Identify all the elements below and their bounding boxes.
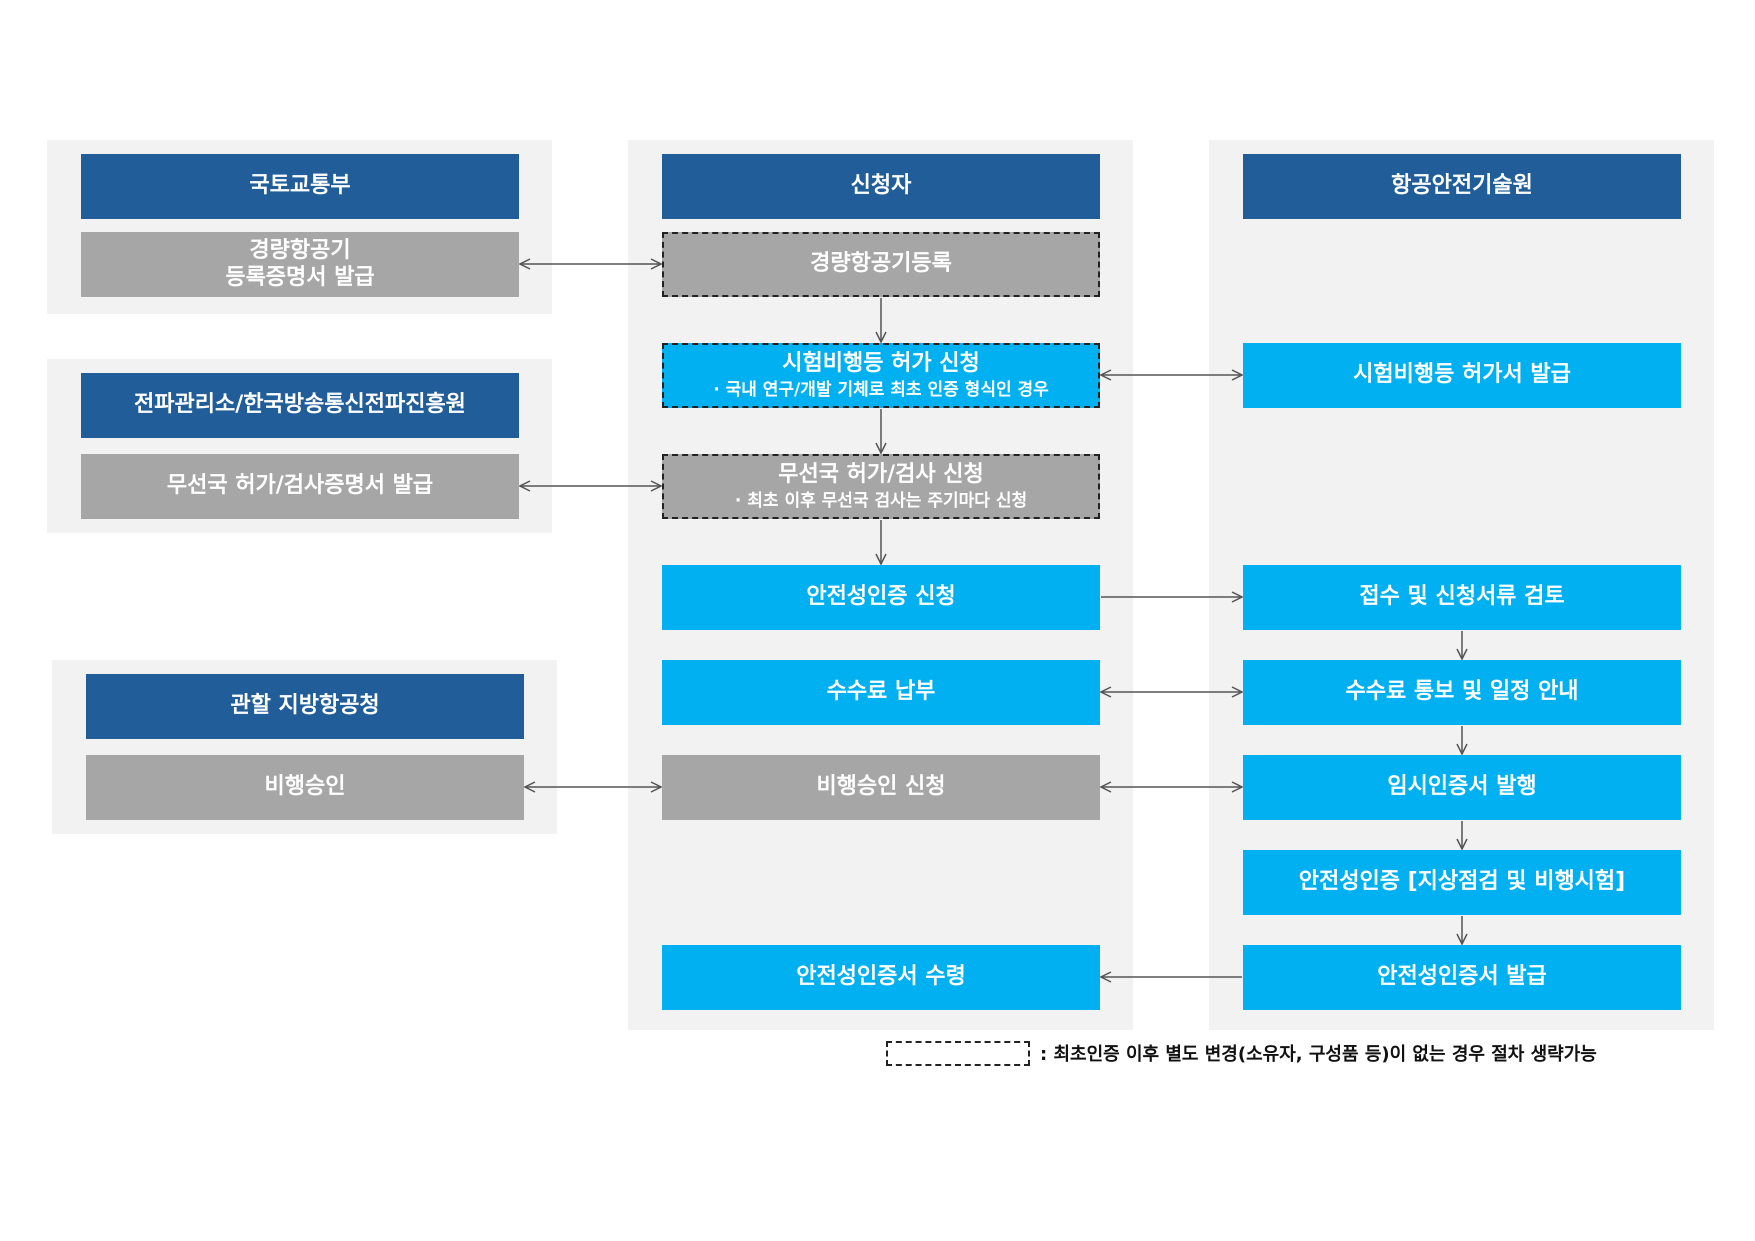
radio-permit-apply-note: · 최초 이후 무선국 검사는 주기마다 신청 (734, 490, 1028, 511)
test-flight-permit-apply-label: 시험비행등 허가 신청 (782, 351, 980, 377)
radio-permit-apply: 무선국 허가/검사 신청 · 최초 이후 무선국 검사는 주기마다 신청 (662, 454, 1100, 519)
light-aircraft-cert-issue-line1: 경량항공기 (249, 238, 351, 264)
fee-payment: 수수료 납부 (662, 660, 1100, 725)
regional-office-header: 관할 지방항공청 (86, 674, 524, 739)
light-aircraft-cert-issue: 경량항공기 등록증명서 발급 (81, 232, 519, 297)
safety-cert-apply: 안전성인증 신청 (662, 565, 1100, 630)
molit-header: 국토교통부 (81, 154, 519, 219)
radio-agency-header: 전파관리소/한국방송통신전파진흥원 (81, 373, 519, 438)
safety-cert-receive: 안전성인증서 수령 (662, 945, 1100, 1010)
temporary-cert-issue: 임시인증서 발행 (1243, 755, 1681, 820)
legend-dashed-sample (886, 1041, 1030, 1066)
application-review: 접수 및 신청서류 검토 (1243, 565, 1681, 630)
flight-approval: 비행승인 (86, 755, 524, 820)
kiast-header: 항공안전기술원 (1243, 154, 1681, 219)
test-flight-permit-issue: 시험비행등 허가서 발급 (1243, 343, 1681, 408)
light-aircraft-registration: 경량항공기등록 (662, 232, 1100, 297)
test-flight-permit-apply: 시험비행등 허가 신청 · 국내 연구/개발 기체로 최초 인증 형식인 경우 (662, 343, 1100, 408)
safety-certification-test: 안전성인증 [지상점검 및 비행시험] (1243, 850, 1681, 915)
fee-schedule-notice: 수수료 통보 및 일정 안내 (1243, 660, 1681, 725)
radio-cert-issue: 무선국 허가/검사증명서 발급 (81, 454, 519, 519)
flight-approval-apply: 비행승인 신청 (662, 755, 1100, 820)
radio-permit-apply-label: 무선국 허가/검사 신청 (778, 462, 984, 488)
test-flight-permit-apply-note: · 국내 연구/개발 기체로 최초 인증 형식인 경우 (713, 379, 1049, 400)
applicant-header: 신청자 (662, 154, 1100, 219)
safety-cert-issue: 안전성인증서 발급 (1243, 945, 1681, 1010)
legend-text: : 최초인증 이후 별도 변경(소유자, 구성품 등)이 없는 경우 절차 생략… (1040, 1044, 1597, 1065)
light-aircraft-cert-issue-line2: 등록증명서 발급 (225, 264, 375, 290)
